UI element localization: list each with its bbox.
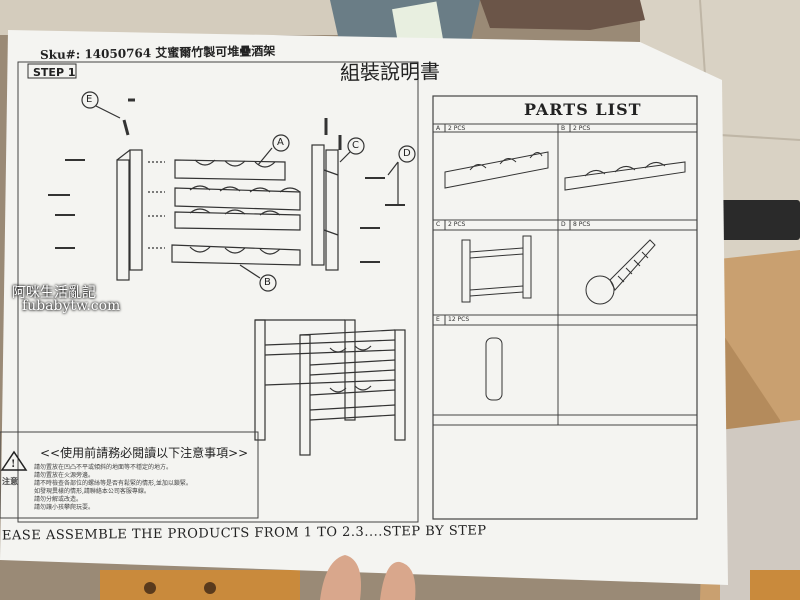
part-d-qty: 8 PCS bbox=[573, 221, 591, 228]
watermark-url: fubabytw.com bbox=[22, 298, 121, 314]
step1-box bbox=[27, 63, 77, 79]
watermark-title: 阿咪生活亂記 bbox=[12, 285, 96, 301]
assembled-rack bbox=[254, 319, 406, 456]
notice-line-3: 請不時檢查各部位的螺絲等是否有鬆緊的情形,並加以鎖緊。 bbox=[34, 480, 192, 487]
floor-top bbox=[0, 0, 380, 35]
part-c-qty: 2 PCS bbox=[448, 221, 466, 228]
part-e-qty: 12 PCS bbox=[448, 316, 470, 323]
notice-line-5: 請勿分解或改造。 bbox=[34, 496, 83, 503]
warning-triangle-icon bbox=[0, 450, 28, 471]
step-label: STEP 1 bbox=[33, 66, 76, 79]
wood-shelf bbox=[100, 570, 300, 600]
part-a-qty: 2 PCS bbox=[448, 125, 466, 132]
part-e-letter: E bbox=[436, 316, 440, 323]
part-b-letter: B bbox=[561, 125, 566, 132]
callout-d: D bbox=[403, 148, 411, 159]
callout-b: B bbox=[264, 277, 271, 288]
remote-control bbox=[720, 200, 800, 240]
sheet-title: 組裝說明書 bbox=[339, 59, 441, 85]
part-c-letter: C bbox=[436, 221, 441, 228]
exploded-diagram bbox=[48, 91, 416, 292]
part-b-qty: 2 PCS bbox=[573, 125, 591, 132]
notice-line-2: 請勿置放在火源旁邊。 bbox=[34, 472, 95, 479]
svg-text:!: ! bbox=[11, 459, 15, 470]
callout-a: A bbox=[277, 137, 284, 148]
step1-frame bbox=[17, 61, 419, 523]
part-a-letter: A bbox=[436, 125, 441, 132]
warning-label: 注意 bbox=[2, 476, 18, 486]
notice-line-1: 請勿置放在凹凸不平或傾斜的地面等不穩定的地方。 bbox=[34, 464, 173, 471]
notice-line-4: 如發現異樣的情形,請聯絡本公司客服專線。 bbox=[34, 488, 150, 495]
thumb bbox=[320, 555, 361, 600]
parts-list-title: PARTS LIST bbox=[524, 100, 642, 119]
notice-title: <<使用前請務必閱讀以下注意事項>> bbox=[40, 446, 249, 460]
cushion bbox=[480, 0, 645, 30]
notice-box bbox=[0, 431, 259, 519]
drink-box bbox=[392, 1, 443, 47]
parts-list-frame bbox=[432, 95, 698, 520]
granite-counter bbox=[720, 420, 800, 600]
callout-c: C bbox=[352, 140, 359, 151]
notice-line-6: 請勿讓小孩攀爬玩耍。 bbox=[34, 504, 95, 511]
callout-e: E bbox=[86, 94, 93, 105]
part-drawings bbox=[444, 151, 686, 401]
part-d-letter: D bbox=[561, 221, 566, 228]
